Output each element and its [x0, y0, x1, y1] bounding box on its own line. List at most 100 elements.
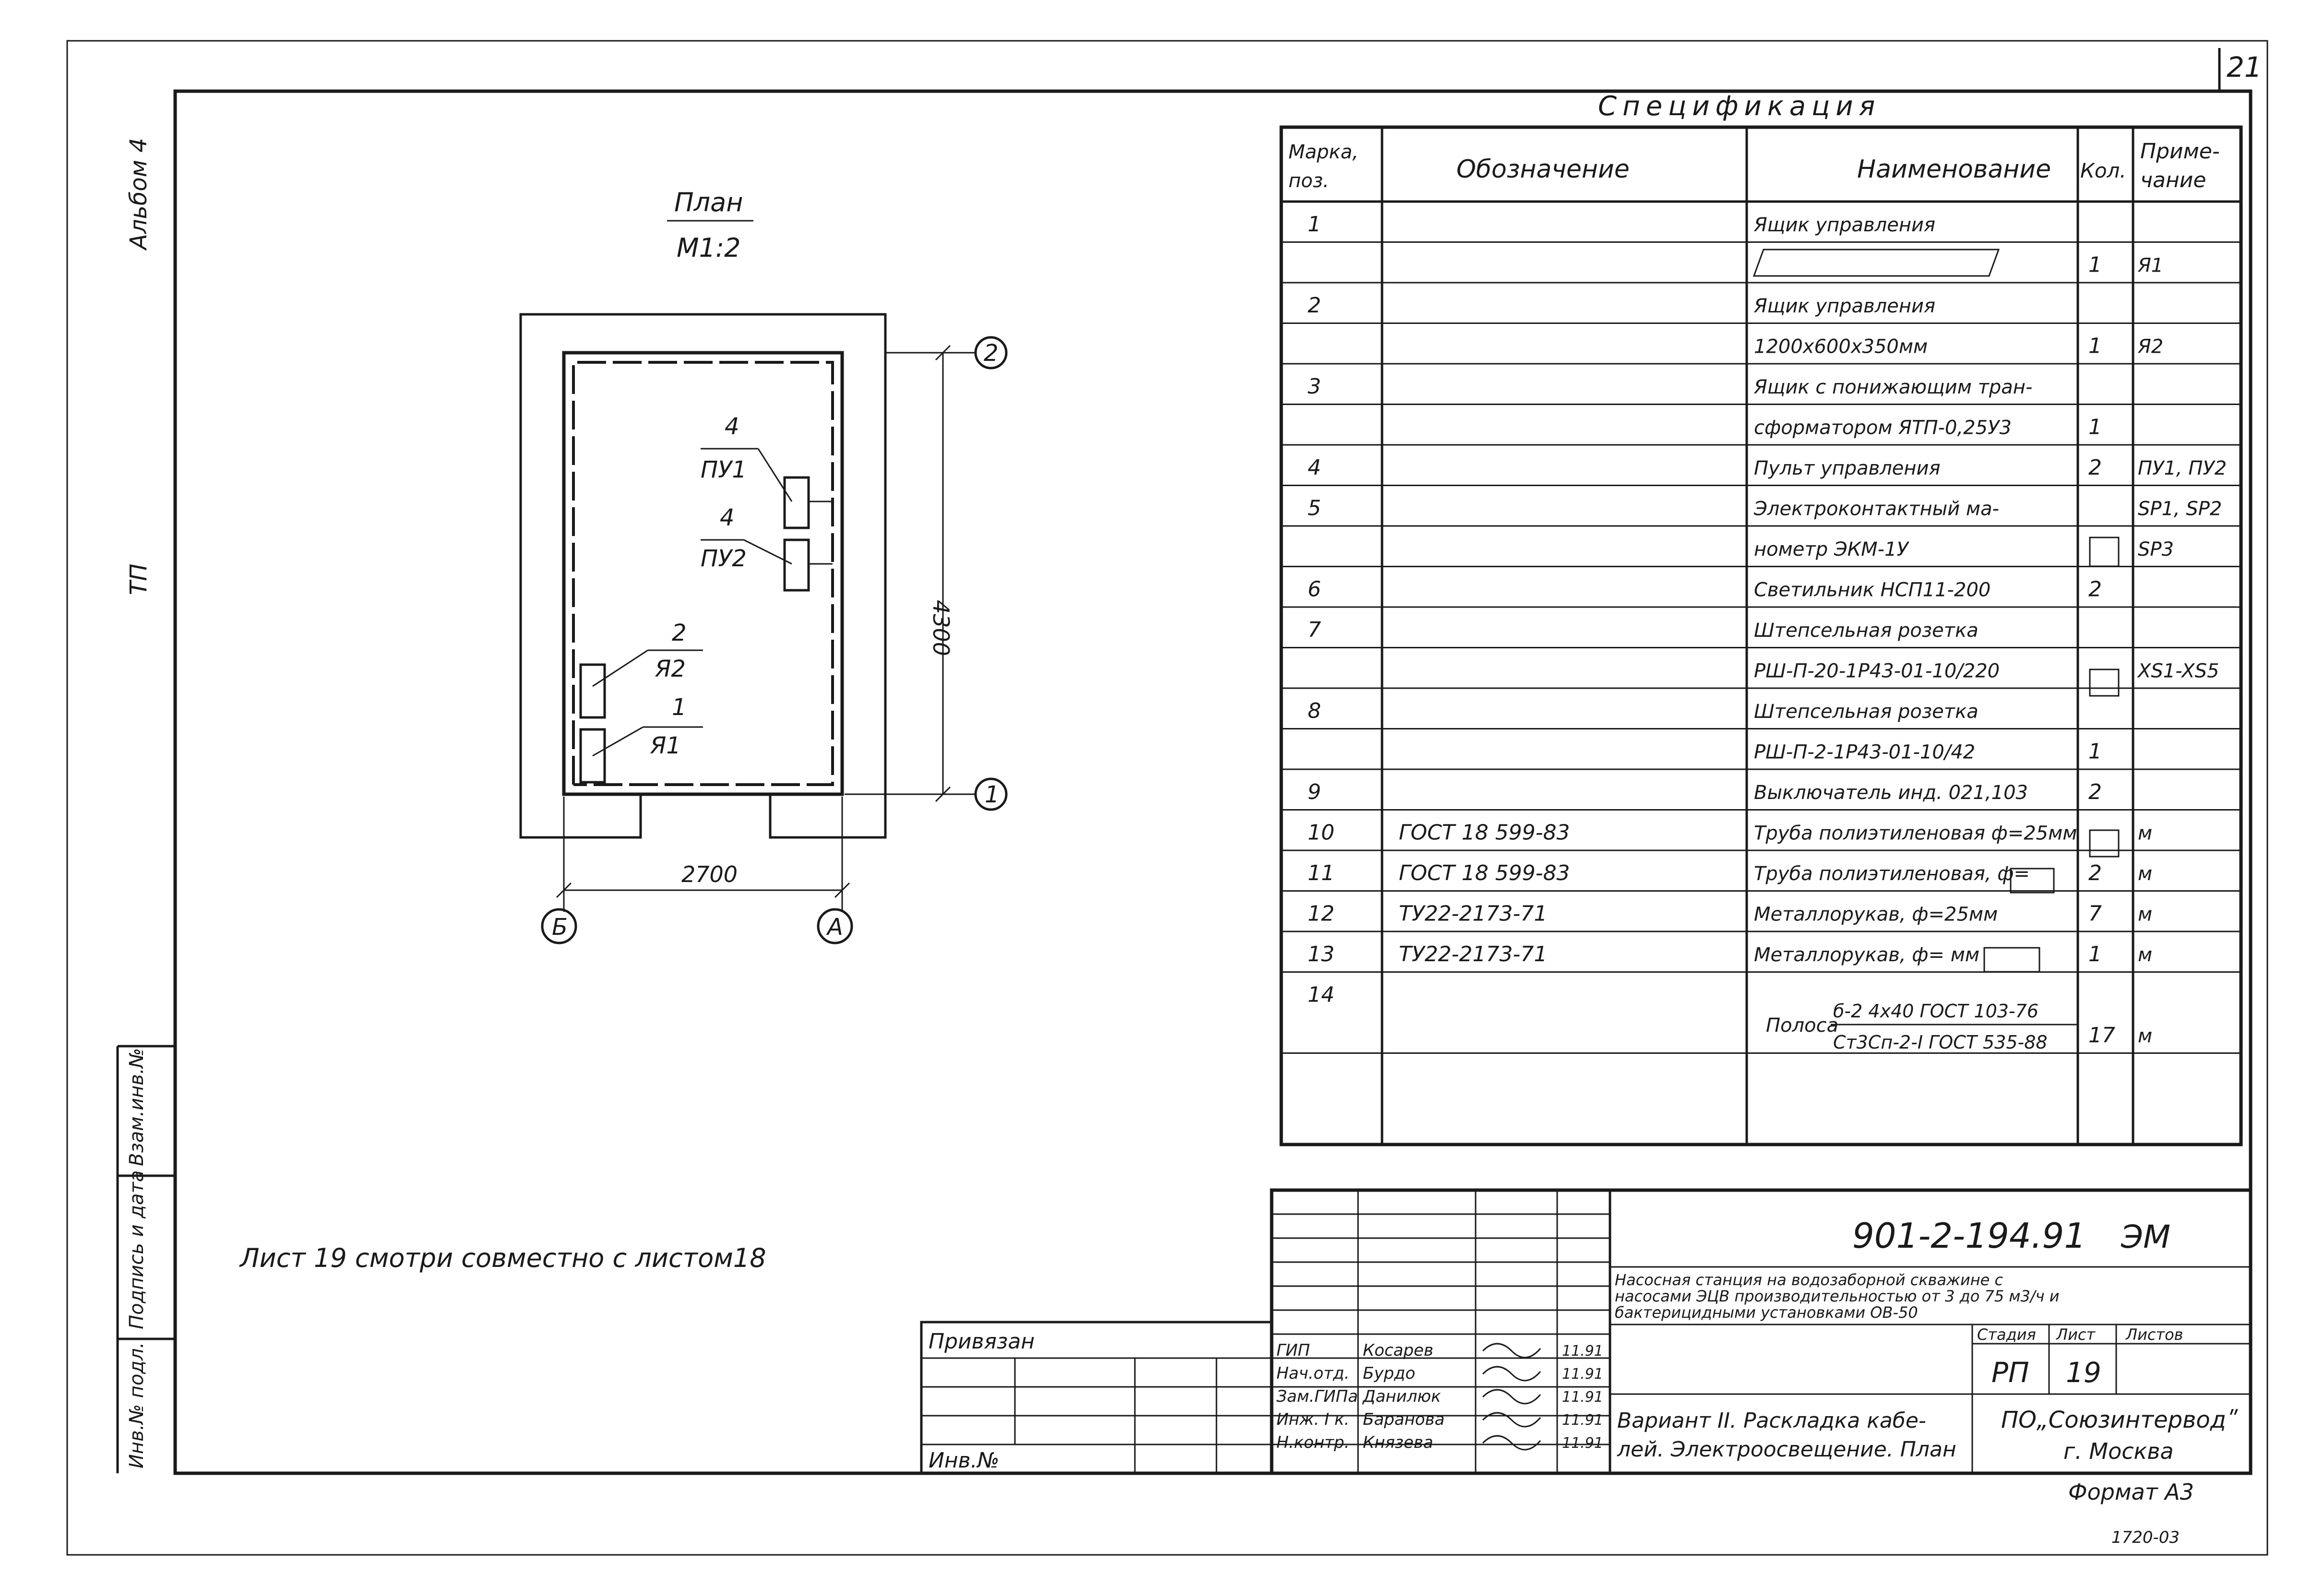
album-label: Альбом 4: [125, 138, 152, 251]
spec-cell: 1: [1308, 212, 1321, 237]
spec-cell: 1: [2088, 253, 2102, 277]
axis-b-label: Б: [552, 914, 568, 941]
spec-cell: 4: [1308, 455, 1321, 480]
spec-head-designation: Обозначение: [1456, 155, 1630, 184]
spec-cell: м: [2138, 823, 2152, 845]
sheet-name-1: Вариант II. Раскладка кабе-: [1617, 1408, 1926, 1433]
spec-cell: Выключатель инд. 021,103: [1754, 782, 2028, 804]
spec-cell: 12: [1308, 902, 1335, 926]
pu1-box: [783, 476, 810, 529]
blank-field-r11: [2010, 868, 2055, 894]
signer-date: 11.91: [1562, 1412, 1603, 1429]
org-line-2: г. Москва: [2063, 1438, 2174, 1464]
ya2-number: 2: [672, 620, 687, 646]
signer-role: Н.контр.: [1276, 1433, 1349, 1452]
signer-role: Нач.отд.: [1276, 1364, 1349, 1383]
plan-title: План: [674, 187, 743, 217]
signature-scribble: [1482, 1435, 1541, 1451]
spec-cell: 2: [1308, 293, 1321, 318]
dim-height: 4300: [928, 600, 954, 656]
dim-v-tick-top: [935, 345, 951, 361]
spec-cell: Электроконтактный ма-: [1753, 498, 1999, 520]
spec-cell: Штепсельная розетка: [1754, 620, 1978, 642]
spec-cell: 1200х600х350мм: [1754, 336, 1928, 358]
signer-role: Зам.ГИПа: [1276, 1387, 1358, 1406]
spec-head-mark-2: поз.: [1288, 170, 1329, 192]
signer-role: ГИП: [1276, 1341, 1310, 1360]
spec-cell: м: [2138, 944, 2152, 966]
sheet-name-2: лей. Электроосвещение. План: [1617, 1437, 1956, 1462]
podpis-data-label: Подпись и дата: [126, 1170, 148, 1329]
pu2-box: [783, 538, 810, 592]
spec-cell: Я1: [2137, 255, 2163, 277]
signer-date: 11.91: [1562, 1343, 1603, 1360]
doc-mark: ЭМ: [2121, 1218, 2170, 1255]
sheets-header: Листов: [2125, 1325, 2183, 1344]
signature-scribble: [1482, 1343, 1541, 1359]
spec-cell: Металлорукав, ф=25мм: [1754, 904, 1998, 926]
spec-cell: нометр ЭКМ-1У: [1754, 538, 1910, 561]
axis-a-circle: [817, 908, 853, 944]
blank-field-r10: [2089, 829, 2120, 858]
spec-cell: ТУ22-2173-71: [1399, 942, 1547, 967]
spec-cell: 9: [1308, 780, 1321, 804]
polosa-label: Полоса: [1766, 1014, 1838, 1037]
section-label: ТП: [125, 564, 152, 595]
axis-2-circle: [974, 336, 1008, 370]
blank-field-xs: [2089, 668, 2120, 697]
spec-cell: ТУ22-2173-71: [1399, 902, 1547, 926]
ya1-box: [579, 728, 606, 784]
vzam-inv-label: Взам.инв.№: [126, 1048, 148, 1166]
spec-cell: 14: [1308, 983, 1335, 1007]
plan-drawing: План М1:2 4 ПУ1 4 ПУ2 2 Я2 1 Я1: [519, 187, 1008, 944]
spec-head-qty: Кол.: [2080, 159, 2126, 182]
axis-b-circle: [541, 908, 577, 944]
signer-name: Князева: [1363, 1433, 1433, 1452]
signature-scribble: [1482, 1412, 1541, 1428]
signer-date: 11.91: [1562, 1389, 1603, 1406]
spec-head-note-2: чание: [2140, 168, 2206, 192]
spec-cell: Я2: [2137, 336, 2163, 358]
desc-line-1: Насосная станция на водозаборной скважин…: [1615, 1271, 2003, 1289]
privyazan-label: Привязан: [929, 1329, 1035, 1354]
pu1-number: 4: [725, 413, 739, 440]
polosa-top: б-2 4х40 ГОСТ 103-76: [1833, 1001, 2038, 1022]
spec-cell: Светильник НСП11-200: [1754, 579, 1990, 601]
format-label: Формат А3: [2068, 1479, 2194, 1505]
spec-cell: XS1-XS5: [2137, 660, 2219, 682]
axis-1-circle: [974, 777, 1008, 811]
spec-cell: 7: [1308, 618, 1321, 642]
dim-h-tick-right: [834, 882, 850, 898]
spec-grid: [1281, 127, 2241, 1145]
ya1-label: Я1: [650, 732, 681, 759]
blank-field-sp3: [2089, 537, 2120, 567]
dim-v-tick-bot: [935, 786, 951, 802]
dim-h-tick-left: [556, 882, 572, 898]
spec-cell: 11: [1308, 861, 1335, 885]
ya2-label: Я2: [655, 656, 686, 682]
blank-field-row1: [1752, 249, 2000, 277]
spec-cell: Пульт управления: [1754, 457, 1941, 479]
spec-cell: 2: [2088, 577, 2102, 602]
spec-head-name: Наименование: [1857, 155, 2051, 184]
stamp-border: [1270, 1188, 2252, 1475]
spec-cell: Ящик управления: [1753, 214, 1935, 236]
spec-cell: м: [2138, 904, 2152, 926]
ya1-leader-diag: [592, 726, 644, 757]
spec-cell: сформатором ЯТП-0,25У3: [1754, 417, 2012, 439]
axis-2-label: 2: [984, 340, 999, 367]
spec-cell: 10: [1308, 821, 1335, 845]
title-block: Привязан Инв.№ 901-2-194.91 ЭМ Насосная …: [920, 1188, 2252, 1475]
ya2-leader-diag: [592, 649, 648, 687]
spec-head-note-1: Приме-: [2140, 139, 2220, 164]
desc-line-3: бактерицидными установками ОВ-50: [1615, 1303, 1918, 1322]
spec-cell: 1: [2088, 942, 2102, 967]
spec-cell: РШ-П-20-1Р43-01-10/220: [1754, 660, 2000, 682]
stage-header: Стадия: [1977, 1325, 2036, 1344]
signature-scribble: [1482, 1366, 1541, 1382]
signer-role: Инж. I к.: [1276, 1410, 1349, 1429]
org-line-1: ПО„Союзинтерводʺ: [2001, 1407, 2238, 1433]
pu1-label: ПУ1: [701, 456, 747, 483]
outer-border: [66, 40, 2268, 1556]
